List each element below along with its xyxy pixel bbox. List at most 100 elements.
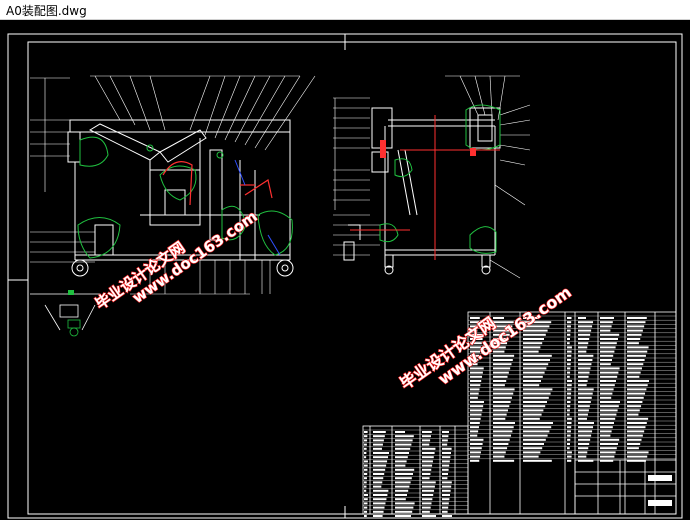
table-cell-text [567, 384, 572, 387]
table-cell-text [523, 363, 549, 366]
front-view-leaders-left [30, 77, 95, 263]
table-cell-text [523, 459, 552, 462]
table-cell-text [627, 375, 640, 378]
table-cell-text [627, 430, 645, 433]
table-cell-text [470, 422, 480, 424]
table-cell-text [578, 405, 590, 408]
table-cell-text [470, 371, 483, 374]
table-cell-text [523, 333, 546, 336]
table-cell-text [567, 338, 570, 340]
table-cell-text [470, 380, 482, 382]
table-cell-text [395, 460, 407, 463]
table-cell-text [567, 430, 571, 433]
table-cell-text [567, 447, 570, 450]
table-cell-text [600, 342, 617, 345]
table-cell-text [442, 452, 451, 454]
table-cell-text [600, 459, 614, 462]
table-cell-text [470, 359, 479, 361]
table-cell-text [364, 502, 368, 505]
table-cell-text [493, 384, 505, 387]
table-cell-text [373, 502, 386, 505]
table-cell-text [373, 498, 387, 501]
table-cell-text [600, 384, 615, 387]
table-cell-text [600, 455, 615, 458]
table-cell-text [364, 435, 368, 438]
table-cell-text [523, 388, 553, 391]
front-view-assembly [30, 75, 316, 295]
table-cell-text [493, 405, 510, 408]
table-cell-text [567, 329, 571, 332]
table-cell-text [364, 443, 367, 446]
table-cell-text [567, 325, 571, 328]
table-cell-text [470, 346, 481, 349]
table-cell-text [395, 456, 408, 459]
table-cell-text [373, 477, 384, 480]
table-cell-text [422, 456, 434, 459]
table-cell-text [567, 371, 571, 374]
table-cell-text [627, 392, 646, 395]
table-cell-text [364, 468, 368, 471]
table-cell-text [578, 354, 594, 357]
table-cell-text [578, 447, 589, 450]
table-cell-text [395, 494, 407, 496]
table-cell-text [442, 447, 452, 450]
cad-drawing-canvas[interactable]: 毕业设计论文网 www.doc163.com 毕业设计论文网 www.doc16… [0, 20, 690, 520]
table-cell-text [422, 502, 432, 505]
table-cell-text [395, 464, 406, 467]
table-cell-text [600, 388, 614, 391]
table-cell-text [470, 438, 484, 441]
window-title: A0装配图.dwg [6, 4, 87, 18]
front-view-section-hatch [77, 136, 293, 259]
table-cell-text [578, 317, 586, 319]
front-view-red-details [162, 161, 273, 206]
table-cell-text [493, 325, 513, 328]
table-cell-text [364, 439, 368, 442]
table-cell-text [600, 317, 614, 319]
table-cell-text [567, 451, 572, 454]
table-cell-text [493, 317, 504, 319]
table-cell-text [373, 439, 384, 442]
table-cell-text [600, 321, 613, 324]
table-cell-text [600, 371, 619, 374]
table-cell-text [493, 367, 511, 370]
table-cell-text [493, 443, 509, 445]
table-cell-text [523, 438, 546, 441]
table-cell-text [442, 506, 449, 509]
table-cell-text [627, 342, 639, 345]
table-cell-text [442, 456, 451, 459]
table-cell-text [373, 485, 382, 488]
table-cell-text [395, 506, 414, 509]
table-cell-text [600, 413, 617, 416]
table-cell-text [567, 459, 572, 462]
table-cell-text [578, 430, 593, 433]
table-cell-text [422, 473, 431, 475]
table-cell-text [567, 363, 571, 366]
table-cell-text [600, 422, 614, 424]
table-cell-text [627, 325, 645, 328]
table-cell-text [523, 451, 541, 454]
table-cell-text [364, 489, 367, 492]
table-cell-text [442, 464, 450, 467]
table-cell-text [600, 359, 612, 361]
table-cell-text [578, 375, 589, 378]
table-cell-text [578, 409, 589, 412]
table-cell-text [578, 443, 590, 445]
table-cell-text [627, 447, 639, 450]
table-cell-text [600, 325, 612, 328]
table-cell-text [578, 350, 587, 353]
side-view-assembly [333, 75, 531, 279]
table-cell-text [364, 452, 367, 454]
table-cell-text [523, 338, 544, 340]
table-cell-text [470, 434, 478, 437]
table-cell-text [523, 354, 552, 357]
table-cell-text [470, 396, 478, 399]
table-cell-text [470, 384, 481, 387]
table-cell-text [578, 459, 594, 462]
table-cell-text [470, 392, 479, 395]
table-cell-text [523, 380, 541, 382]
table-cell-text [442, 443, 448, 446]
table-cell-text [364, 498, 368, 501]
front-view-leaders-top [90, 75, 316, 151]
table-cell-text [578, 338, 590, 340]
table-cell-text [422, 452, 435, 454]
